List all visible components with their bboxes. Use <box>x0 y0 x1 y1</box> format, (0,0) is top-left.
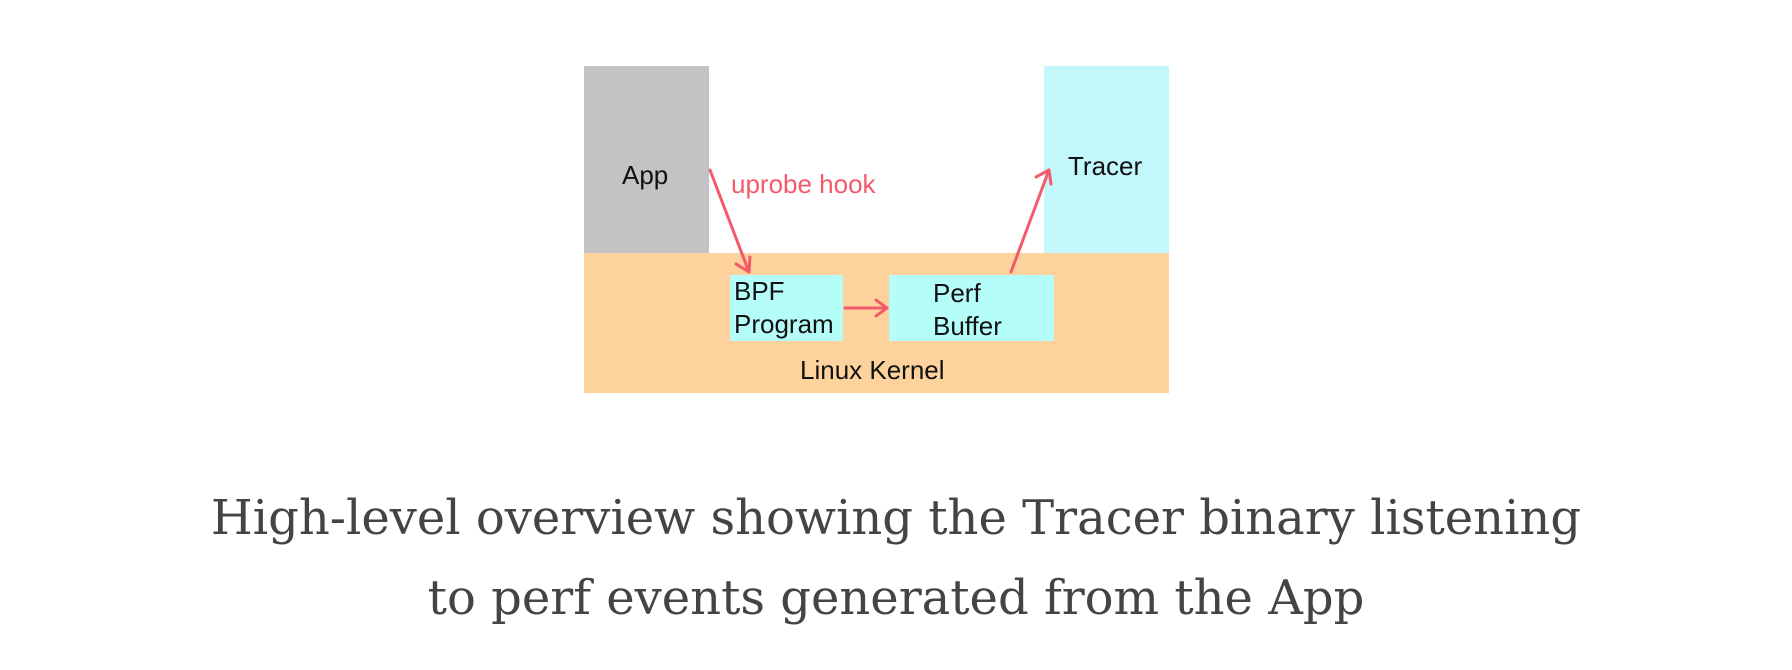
perf-label-line-1: Perf <box>933 278 981 308</box>
app-box <box>584 66 709 253</box>
architecture-diagram: App Tracer Linux Kernel BPF Program Perf… <box>584 66 1169 393</box>
linux-kernel-box <box>584 253 1169 393</box>
figure-caption: High-level overview showing the Tracer b… <box>0 478 1792 638</box>
caption-line-2: to perf events generated from the App <box>427 570 1365 626</box>
bpf-label-line-1: BPF <box>734 276 785 306</box>
caption-line-1: High-level overview showing the Tracer b… <box>210 490 1582 546</box>
perf-buffer-box <box>889 275 1054 341</box>
perf-label-line-2: Buffer <box>933 311 1002 341</box>
bpf-label-line-2: Program <box>734 309 834 339</box>
app-label: App <box>622 160 669 190</box>
bpf-program-label: BPF Program <box>734 275 834 341</box>
uprobe-hook-label: uprobe hook <box>731 169 876 199</box>
tracer-label: Tracer <box>1068 151 1143 181</box>
perf-buffer-label: Perf Buffer <box>933 277 1002 343</box>
bpf-program-box <box>730 275 843 341</box>
tracer-box <box>1044 66 1169 253</box>
linux-kernel-label: Linux Kernel <box>800 355 945 385</box>
